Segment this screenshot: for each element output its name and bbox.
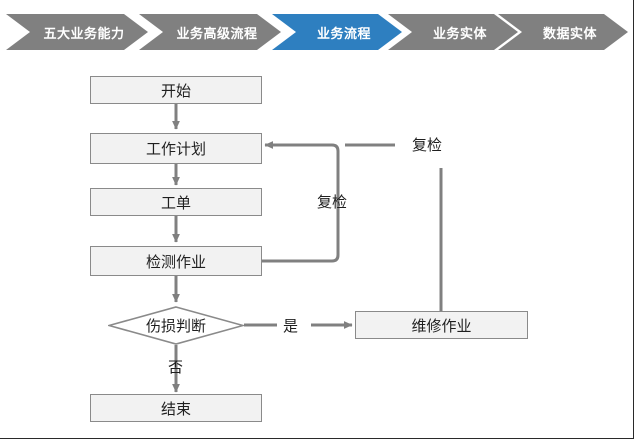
diamond-shape <box>108 306 244 345</box>
node-inspection[interactable]: 检测作业 <box>90 246 262 276</box>
node-repair-label: 维修作业 <box>411 317 472 335</box>
node-start-label: 开始 <box>160 82 191 100</box>
node-end[interactable]: 结束 <box>90 394 262 422</box>
node-work-plan-label: 工作计划 <box>145 141 206 158</box>
breadcrumb-step-1-label: 五大业务能力 <box>43 25 125 41</box>
node-repair[interactable]: 维修作业 <box>355 311 528 339</box>
node-work-order-label: 工单 <box>160 194 191 212</box>
breadcrumb: 五大业务能力 业务高级流程 业务流程 业务实体 数据实体 <box>0 14 633 50</box>
edge-label-recheck-outer: 复检 <box>412 137 443 154</box>
node-work-order[interactable]: 工单 <box>90 188 262 216</box>
edge-label-yes: 是 <box>283 318 299 335</box>
breadcrumb-step-5-label: 数据实体 <box>542 25 597 41</box>
breadcrumb-step-3-label: 业务流程 <box>316 25 371 41</box>
edge-label-no: 否 <box>168 359 184 376</box>
node-damage-decision-label: 伤损判断 <box>145 318 206 335</box>
node-damage-decision[interactable]: 伤损判断 <box>108 306 244 345</box>
node-end-label: 结束 <box>160 400 191 418</box>
breadcrumb-step-5[interactable]: 数据实体 <box>498 14 628 50</box>
node-work-plan[interactable]: 工作计划 <box>90 133 262 164</box>
edge-label-recheck-inner: 复检 <box>317 194 348 211</box>
breadcrumb-step-2-label: 业务高级流程 <box>176 25 258 41</box>
breadcrumb-step-4-label: 业务实体 <box>432 25 487 41</box>
node-inspection-label: 检测作业 <box>145 253 206 271</box>
node-start[interactable]: 开始 <box>90 76 262 104</box>
